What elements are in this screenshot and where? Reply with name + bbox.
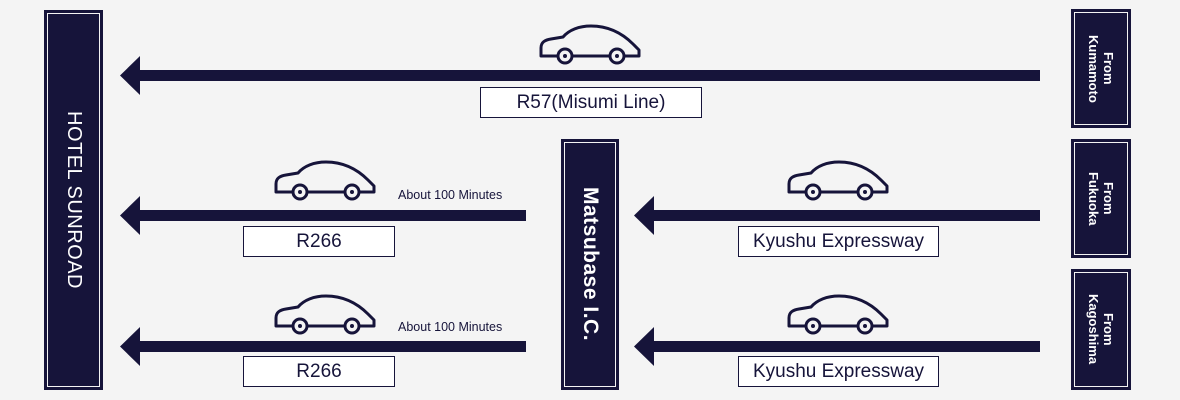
origin-kagoshima: From Kagoshima (1071, 269, 1131, 390)
origin-kumamoto: From Kumamoto (1071, 9, 1131, 128)
origin-kumamoto-label: From Kumamoto (1086, 34, 1116, 103)
duration-middle: About 100 Minutes (398, 188, 503, 202)
route-label-r57: R57(Misumi Line) (480, 87, 702, 118)
origin-fukuoka: From Fukuoka (1071, 139, 1131, 258)
route-label-r266-bottom: R266 (243, 356, 395, 387)
origin-kagoshima-label: From Kagoshima (1086, 294, 1116, 365)
car-icon (787, 160, 889, 201)
arrow-bottom-right (634, 327, 1040, 366)
route-label-r266-middle: R266 (243, 226, 395, 257)
route-label-expressway-middle: Kyushu Expressway (738, 226, 939, 257)
arrow-middle-right (634, 196, 1040, 235)
arrow-middle-left (120, 196, 526, 235)
hotel-box: HOTEL SUNROAD (44, 10, 103, 390)
car-icon (274, 160, 376, 201)
car-icon (539, 24, 641, 65)
route-label-expressway-bottom: Kyushu Expressway (738, 356, 939, 387)
interchange-box: Matsubase I.C. (561, 139, 619, 390)
hotel-label: HOTEL SUNROAD (63, 110, 85, 289)
duration-bottom: About 100 Minutes (398, 320, 503, 334)
origin-fukuoka-label: From Fukuoka (1086, 171, 1116, 226)
car-icon (787, 294, 889, 335)
interchange-label: Matsubase I.C. (579, 187, 602, 342)
car-icon (274, 294, 376, 335)
arrow-top (120, 56, 1040, 95)
arrow-bottom-left (120, 327, 526, 366)
